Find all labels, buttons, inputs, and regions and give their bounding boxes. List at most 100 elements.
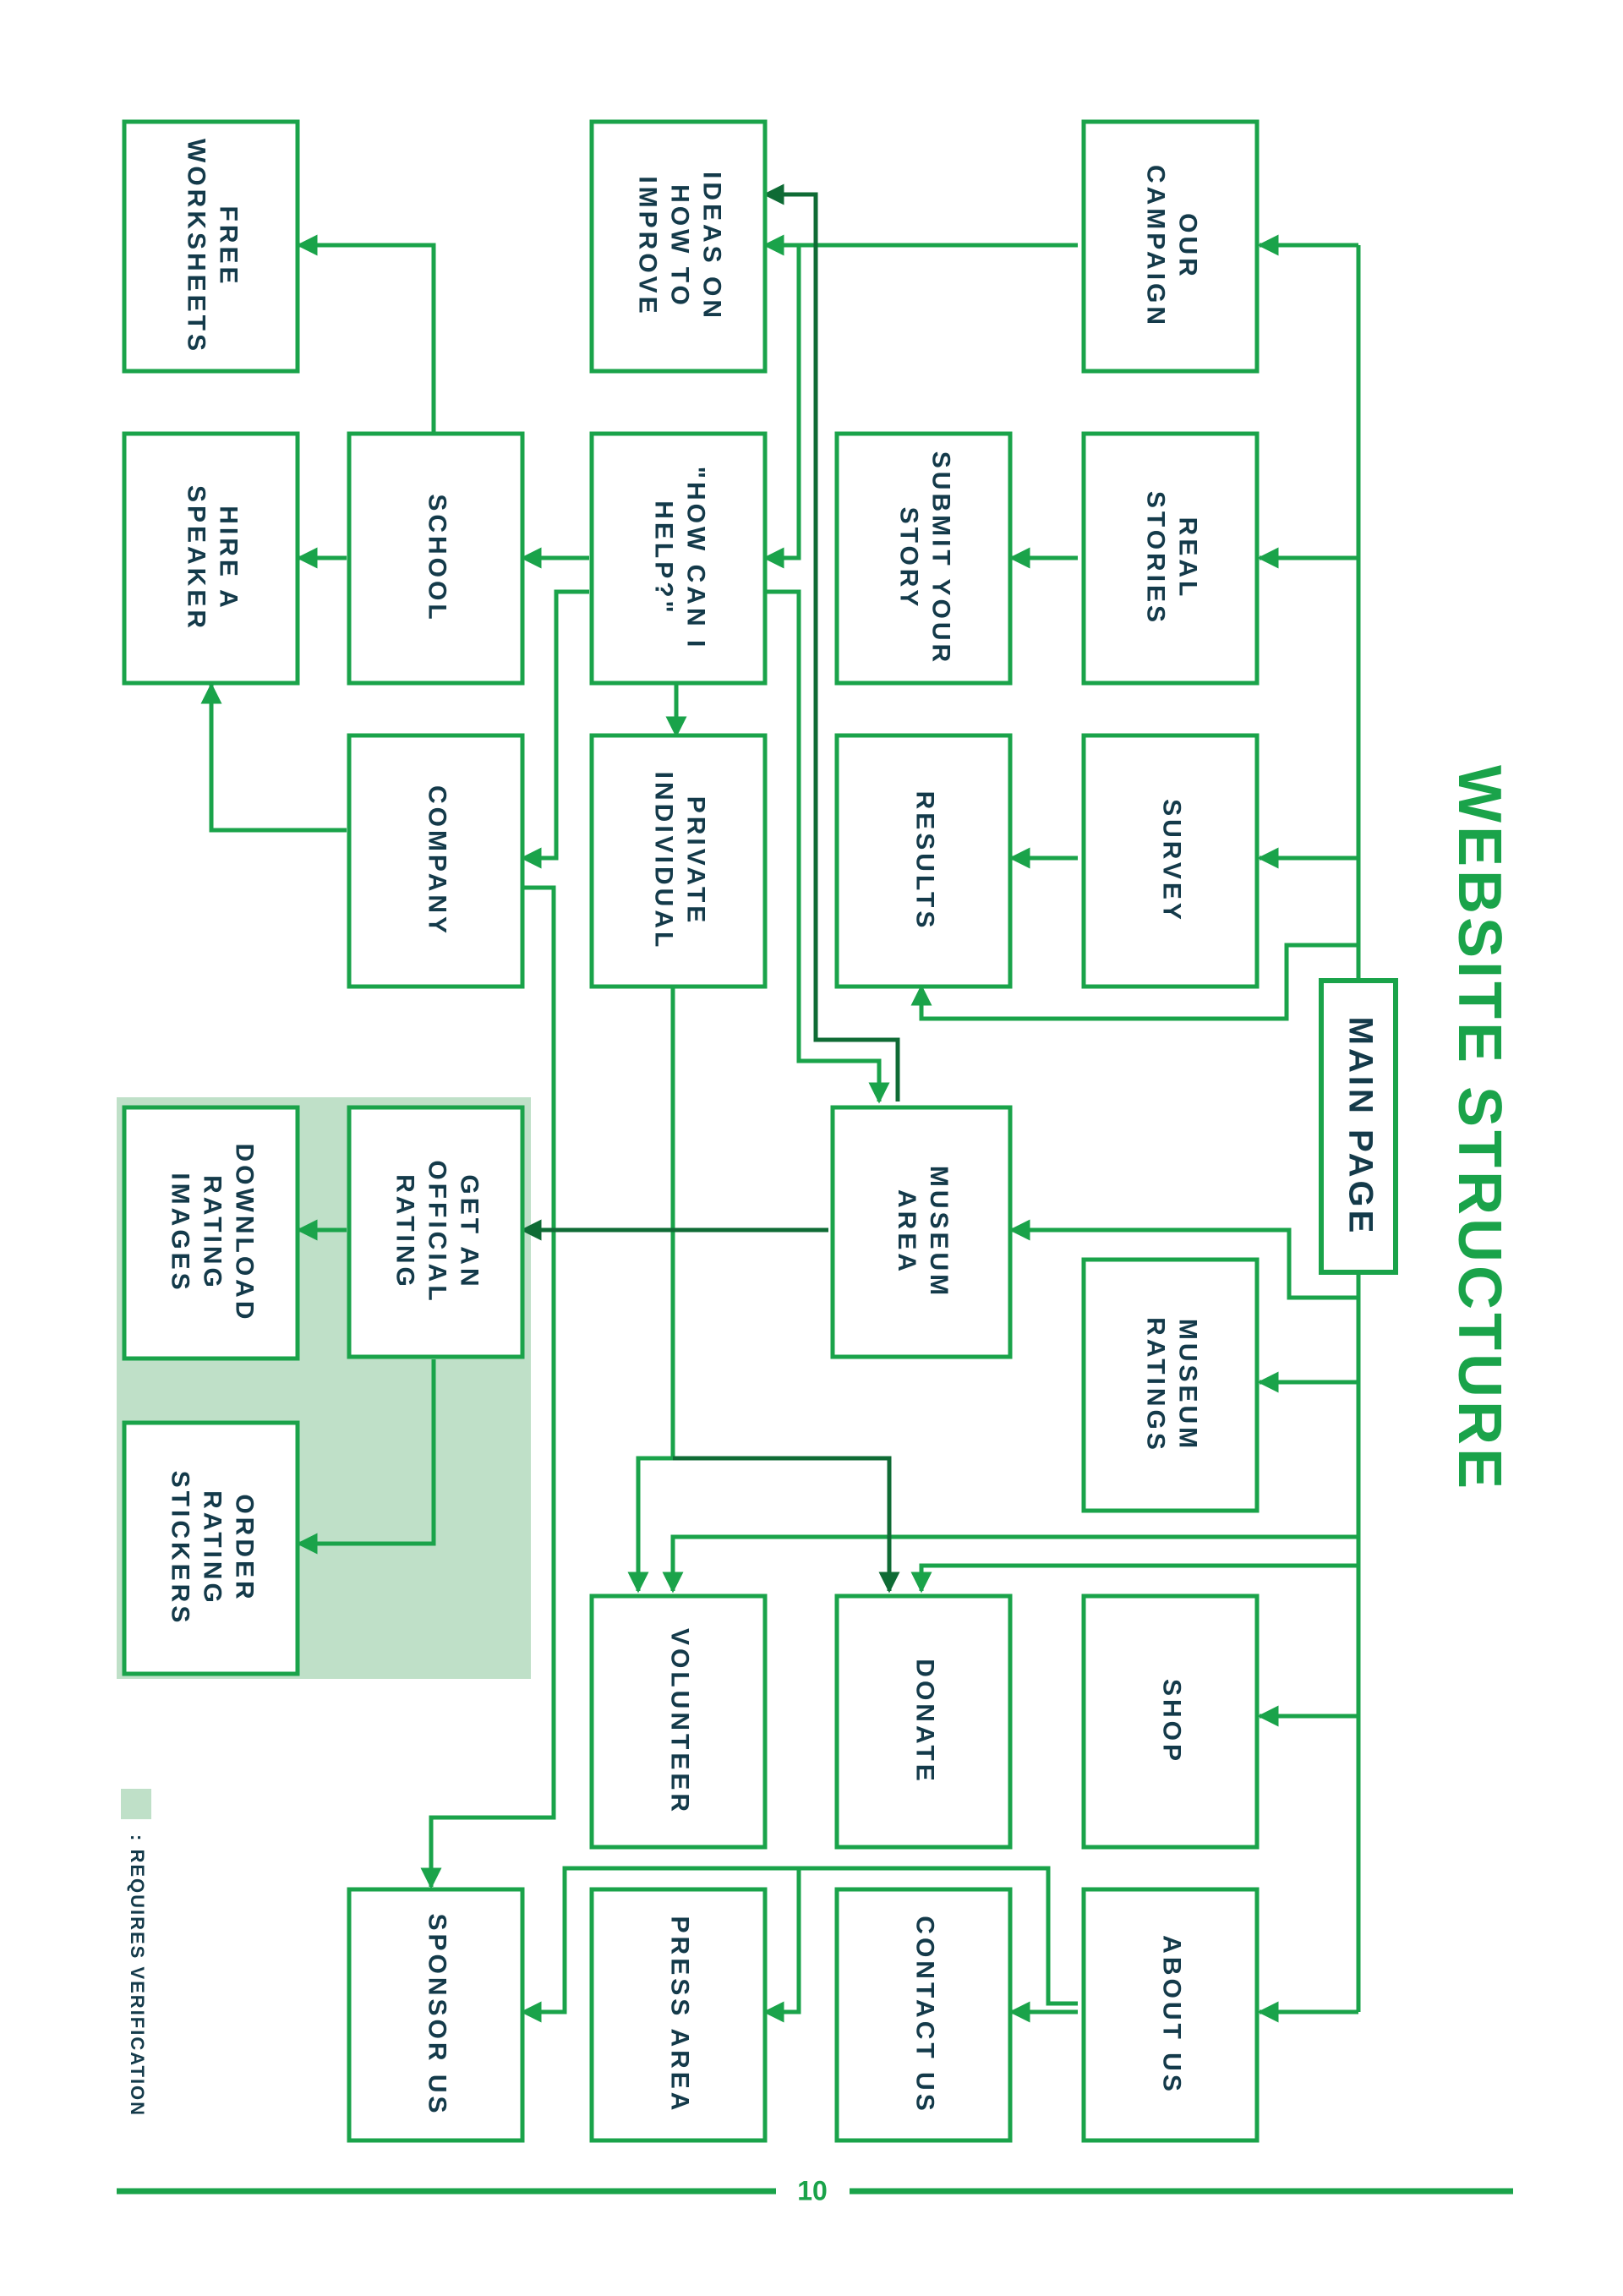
- node-label-our-campaign: OURCAMPAIGN: [1142, 165, 1202, 328]
- node-box-volunteer: [589, 1594, 768, 1850]
- node-label-line: ORDER: [231, 1494, 259, 1602]
- node-label-donate: DONATE: [911, 1659, 939, 1784]
- node-label-line: HOW TO: [666, 184, 694, 309]
- node-label-line: HIRE A: [215, 506, 243, 611]
- node-label-contact-us: CONTACT US: [911, 1916, 939, 2113]
- connector-main-volunteer: [662, 1534, 1358, 1594]
- connector-ideas-help: [762, 245, 801, 569]
- node-box-real-stories: [1081, 431, 1260, 686]
- node-box-sponsor-us: [347, 1887, 525, 2143]
- node-label-line: CONTACT US: [911, 1916, 939, 2113]
- node-label-line: DOWNLOAD: [231, 1144, 259, 1323]
- node-box-school: [347, 431, 525, 686]
- node-label-line: SCHOOL: [424, 494, 451, 622]
- node-label-line: MUSEUM: [1174, 1319, 1202, 1451]
- node-label-how-can-i-help: "HOW CAN IHELP?": [650, 467, 710, 651]
- node-label-line: IMPROVE: [634, 176, 662, 316]
- node-label-line: SPEAKER: [183, 485, 210, 631]
- node-label-sponsor-us: SPONSOR US: [424, 1913, 451, 2116]
- node-label-line: RATING: [199, 1175, 227, 1291]
- node-label-museum-ratings: MUSEUMRATINGS: [1142, 1317, 1202, 1453]
- node-box-survey: [1081, 733, 1260, 989]
- node-label-about-us: ABOUT US: [1158, 1935, 1186, 2095]
- node-box-museum-ratings: [1081, 1257, 1260, 1513]
- node-box-results: [834, 733, 1013, 989]
- diagram-boxes: MAIN PAGE OURCAMPAIGN REALSTORIES SURVEY MUS…: [122, 119, 1398, 2143]
- node-label-line: SURVEY: [1158, 799, 1186, 923]
- node-label-line: STICKERS: [167, 1471, 194, 1626]
- node-label-line: STORIES: [1142, 491, 1170, 626]
- node-label-private-individual: PRIVATEINDIVIDUAL: [650, 772, 710, 951]
- connector-company-sponsor: [420, 885, 556, 1889]
- connector-about-sponsor: [520, 1866, 1048, 2023]
- connector-help-company: [520, 589, 589, 869]
- node-box-donate: [834, 1594, 1013, 1850]
- node-label-submit-story: SUBMIT YOURSTORY: [895, 451, 955, 665]
- node-label-line: FREE: [215, 205, 243, 287]
- connector-private-volunteer: [627, 987, 675, 1594]
- node-box-free-worksheets: [122, 119, 300, 374]
- node-label-line: DONATE: [911, 1659, 939, 1784]
- node-box-museum-area: [830, 1105, 1013, 1359]
- node-box-press-area: [589, 1887, 768, 2143]
- node-box-hire-speaker: [122, 431, 300, 686]
- node-label-school: SCHOOL: [424, 494, 451, 622]
- node-label-line: CAMPAIGN: [1142, 165, 1170, 328]
- node-label-press-area: PRESS AREA: [666, 1916, 694, 2114]
- node-label-line: PRIVATE: [682, 796, 710, 927]
- node-box-shop: [1081, 1594, 1260, 1850]
- node-label-line: STORY: [895, 507, 923, 610]
- page-number: 10: [797, 2175, 828, 2206]
- node-box-private-individual: [589, 733, 768, 989]
- node-box-about-us: [1081, 1887, 1260, 2143]
- node-label-free-worksheets: FREEWORKSHEETS: [183, 139, 243, 354]
- connector-museum-area-ideas: [762, 183, 900, 1102]
- node-label-download-images: DOWNLOADRATINGIMAGES: [167, 1144, 259, 1323]
- node-label-line: OFFICIAL: [424, 1160, 451, 1304]
- node-label-line: ABOUT US: [1158, 1935, 1186, 2095]
- node-label-line: "HOW CAN I: [682, 467, 710, 651]
- node-box-order-stickers: [122, 1420, 300, 1676]
- node-box-main-page: [1319, 978, 1398, 1275]
- node-label-line: HELP?": [650, 500, 678, 616]
- node-label-line: MAIN PAGE: [1342, 1017, 1379, 1237]
- node-label-line: MUSEUM: [925, 1166, 953, 1298]
- node-label-line: AREA: [893, 1189, 921, 1275]
- connector-main-results: [910, 943, 1358, 1021]
- connector-main-museum-area: [1008, 1219, 1358, 1300]
- node-label-line: SPONSOR US: [424, 1913, 451, 2116]
- node-box-how-can-i-help: [589, 431, 768, 686]
- node-box-our-campaign: [1081, 119, 1260, 374]
- node-label-line: IMAGES: [167, 1173, 194, 1293]
- node-label-line: REAL: [1174, 517, 1202, 600]
- node-label-line: OUR: [1174, 213, 1202, 280]
- connector-private-donate: [673, 1456, 900, 1594]
- node-label-line: PRESS AREA: [666, 1916, 694, 2114]
- node-label-line: RESULTS: [911, 791, 939, 932]
- legend-label: : REQUIRES VERIFICATION: [127, 1834, 148, 2117]
- node-label-line: SHOP: [1158, 1679, 1186, 1764]
- connector-company-speaker: [200, 682, 347, 833]
- node-box-submit-story: [834, 431, 1013, 686]
- node-label-survey: SURVEY: [1158, 799, 1186, 923]
- node-box-contact-us: [834, 1887, 1013, 2143]
- node-label-line: GET AN: [456, 1174, 484, 1289]
- node-label-volunteer: VOLUNTEER: [666, 1628, 694, 1815]
- node-label-hire-speaker: HIRE ASPEAKER: [183, 485, 243, 631]
- node-label-line: VOLUNTEER: [666, 1628, 694, 1815]
- node-label-order-stickers: ORDERRATINGSTICKERS: [167, 1471, 259, 1626]
- connector-help-museum-area: [763, 589, 890, 1104]
- node-label-shop: SHOP: [1158, 1679, 1186, 1764]
- node-label-line: RATING: [391, 1174, 419, 1290]
- connector-rating-stickers: [296, 1359, 436, 1555]
- node-label-museum-area: MUSEUMAREA: [893, 1166, 953, 1298]
- node-box-ideas: [589, 119, 768, 374]
- node-label-line: INDIVIDUAL: [650, 772, 678, 951]
- node-label-line: IDEAS ON: [698, 172, 726, 321]
- node-box-download-images: [122, 1105, 300, 1361]
- node-label-line: WORKSHEETS: [183, 139, 210, 354]
- diagram-title: WEBSITE STRUCTURE: [1445, 765, 1513, 1492]
- node-label-official-rating: GET ANOFFICIALRATING: [391, 1160, 484, 1304]
- node-box-official-rating: [347, 1105, 525, 1359]
